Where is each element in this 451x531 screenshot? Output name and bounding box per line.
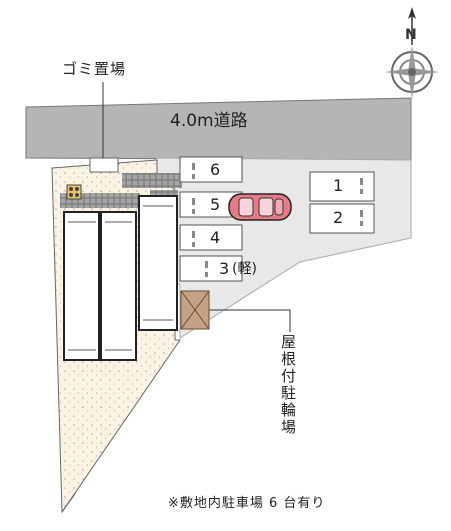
- garbage-area: [89, 157, 119, 173]
- road-label: 4.0m道路: [170, 111, 248, 131]
- walkway-tile: [122, 173, 182, 188]
- parking-slot-1: [309, 171, 375, 202]
- parking-slot-4-label: 4: [210, 228, 221, 247]
- building-unit: [138, 195, 178, 331]
- building-unit: [100, 211, 137, 361]
- parking-slot-5-label: 5: [210, 195, 221, 214]
- parking-slot-6-label: 6: [210, 160, 221, 179]
- parking-slot-1-label: 1: [333, 176, 344, 195]
- car-icon: [228, 193, 292, 221]
- meter-box: [66, 184, 82, 200]
- roof-parking-leader-line: [209, 309, 291, 332]
- parking-slot-2-label: 2: [333, 208, 344, 227]
- parking-slot-6: [179, 156, 243, 183]
- parking-footnote: ※敷地内駐車場 6 台有り: [168, 496, 326, 511]
- garbage-label: ゴミ置場: [62, 60, 127, 78]
- parking-slot-3-note: (軽): [232, 261, 257, 277]
- north-label: N: [405, 27, 417, 43]
- compass-icon: [385, 7, 439, 99]
- north-arrow-icon: [408, 7, 416, 45]
- parking-slot-4: [179, 224, 243, 251]
- building-unit: [63, 211, 100, 361]
- parking-slot-3: [179, 255, 243, 282]
- parking-slot-3-label: 3: [219, 259, 230, 278]
- roof-parking-label: 屋根付駐輪場: [279, 334, 297, 436]
- parking-slot-2: [309, 203, 375, 234]
